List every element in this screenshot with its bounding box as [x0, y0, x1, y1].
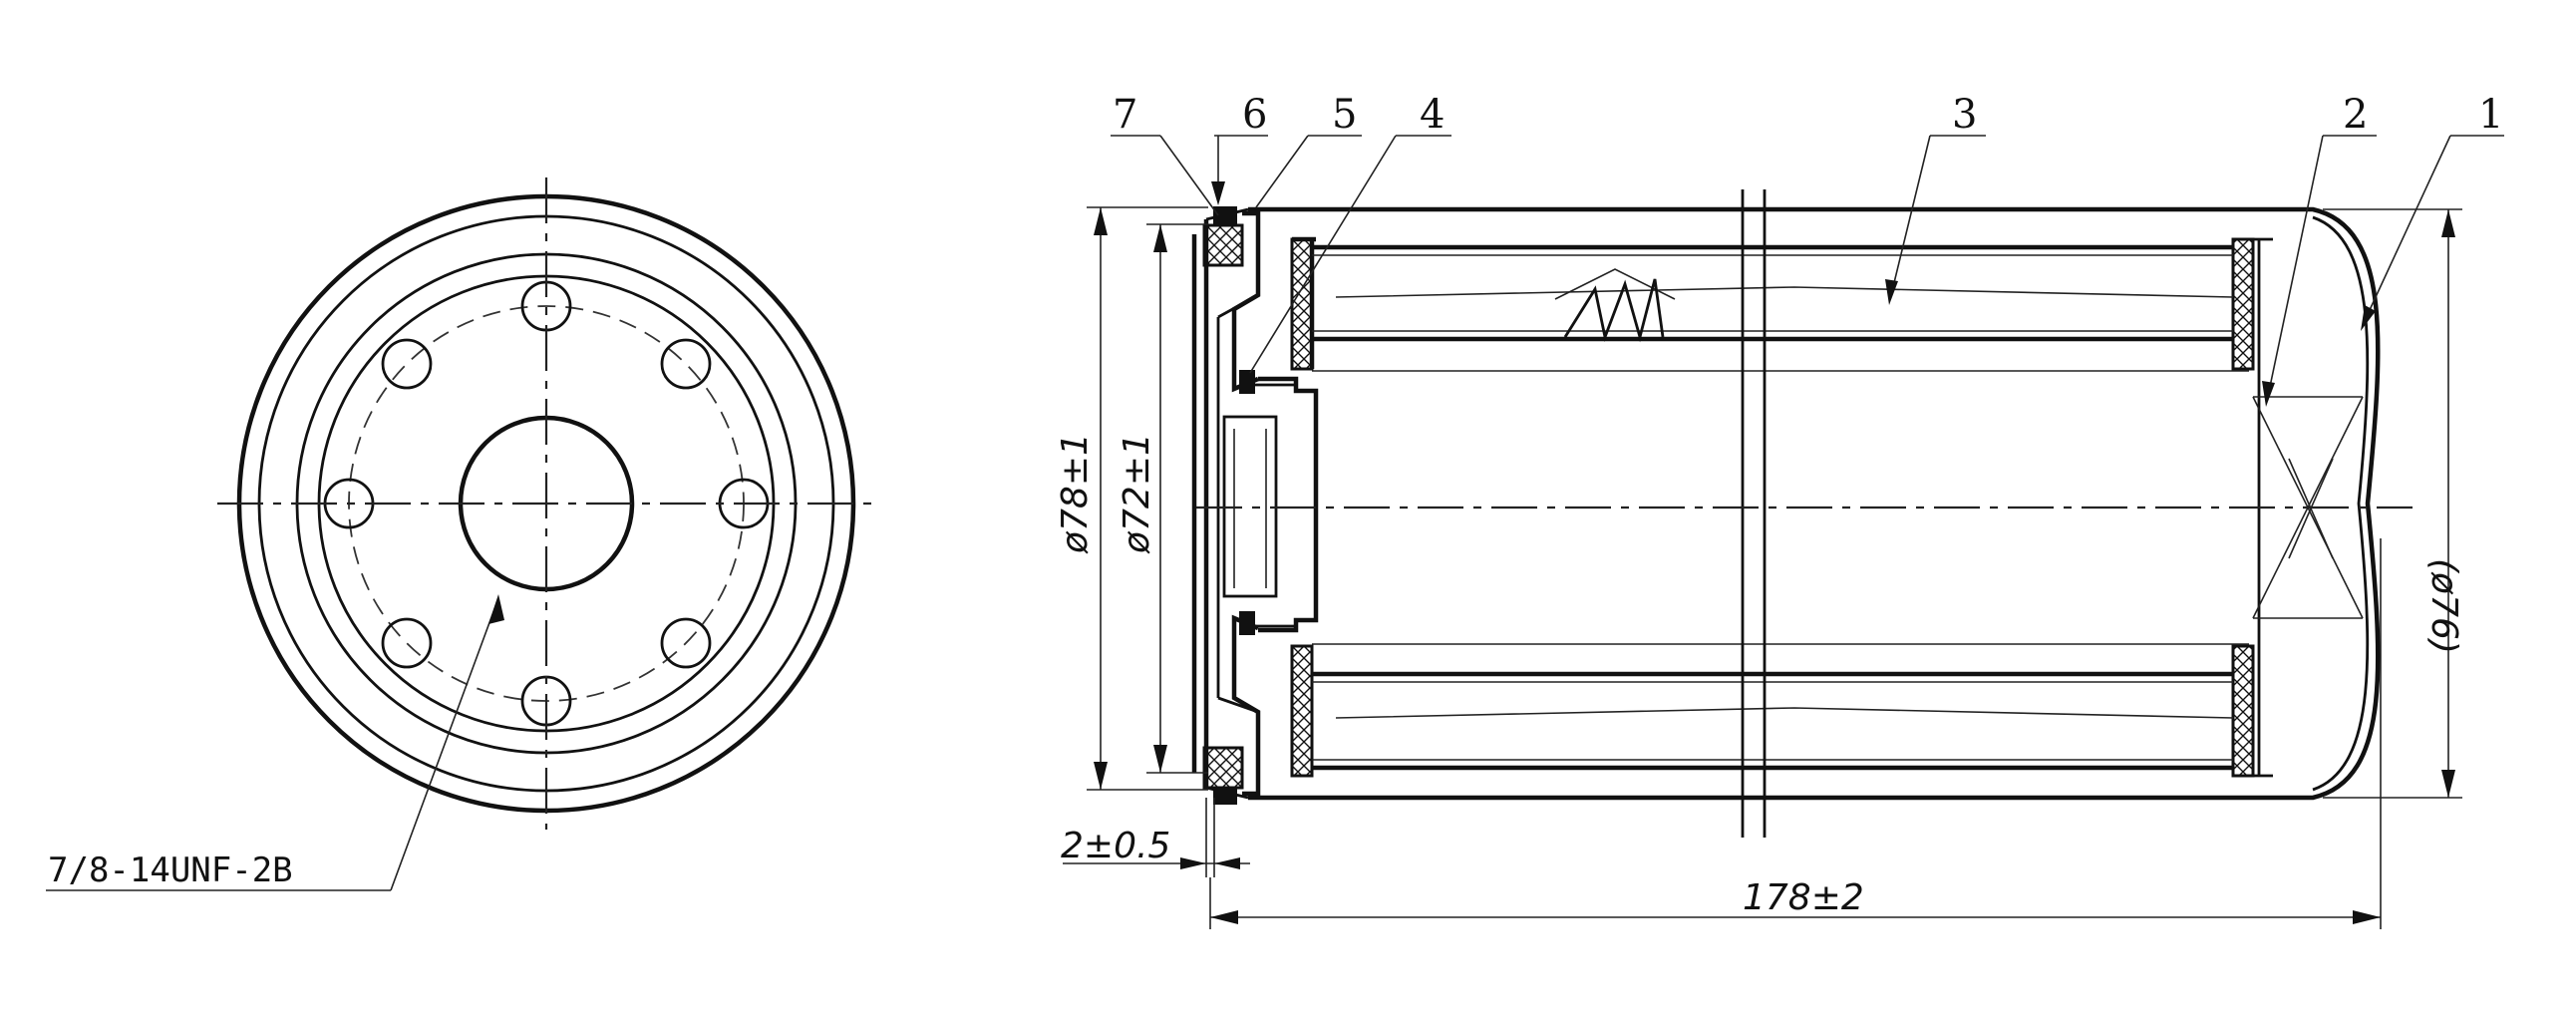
callout-label-7: 7 — [1113, 92, 1137, 138]
thread-leader — [46, 594, 504, 891]
dim-overall-length — [1209, 538, 2382, 929]
dim-gasket-offset — [1063, 798, 1250, 877]
dim-inner-seal — [1146, 223, 1208, 774]
front-view: 7/8-14UNF-2B — [46, 177, 879, 891]
dim-outer-seal — [1087, 206, 1208, 791]
seal-bottom — [1213, 787, 1237, 805]
callout-2 — [2262, 135, 2377, 407]
dim-body-diameter-label: (ø76) — [2423, 558, 2464, 654]
callout-label-5: 5 — [1332, 92, 1357, 138]
part-7-gasket-bottom — [1202, 746, 1244, 790]
callout-label-6: 6 — [1242, 92, 1267, 138]
callout-label-1: 1 — [2478, 92, 2503, 138]
part-4-valve — [1239, 370, 1296, 635]
dim-outer-seal-label: ø78±1 — [1055, 433, 1096, 554]
callout-4 — [1249, 135, 1451, 374]
part-6-baseplate — [1191, 207, 1249, 800]
front-centerlines — [217, 177, 879, 830]
dim-body-diameter — [2323, 208, 2462, 799]
dim-inner-seal-label: ø72±1 — [1117, 433, 1157, 554]
callout-label-2: 2 — [2343, 92, 2368, 138]
callout-5 — [1255, 135, 1362, 208]
break-lines — [1741, 189, 1767, 838]
callout-7 — [1111, 135, 1219, 216]
part-1-housing — [1248, 206, 2381, 801]
callout-6 — [1211, 135, 1268, 205]
callout-label-3: 3 — [1952, 92, 1977, 138]
thread-spec-label: 7/8-14UNF-2B — [48, 850, 293, 890]
callout-3 — [1885, 135, 1986, 305]
callout-label-4: 4 — [1420, 92, 1445, 138]
dim-overall-length-label: 178±2 — [1743, 877, 1864, 918]
filter-element — [1290, 236, 2273, 778]
dim-gasket-offset-label: 2±0.5 — [1061, 826, 1170, 866]
part-7-gasket-top — [1202, 223, 1244, 267]
seal-top — [1213, 206, 1237, 224]
center-boss — [1222, 376, 1319, 633]
callout-1 — [2361, 135, 2504, 331]
section-view: ø78±1 ø72±1 (ø76) 2±0.5 — [1055, 92, 2504, 929]
